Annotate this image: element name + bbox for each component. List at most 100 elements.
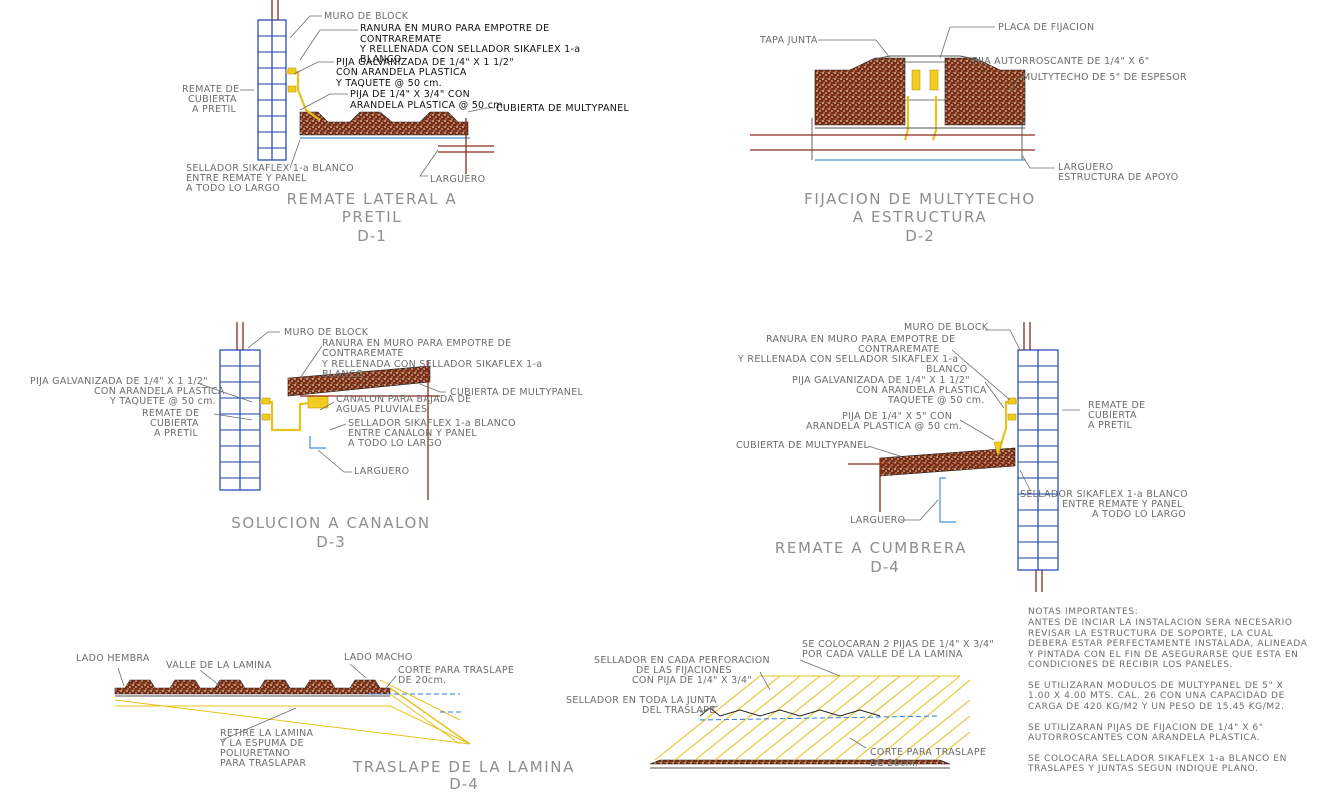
note-line: CARGA DE 420 KG/M2 Y UN PESO DE 15.45 KG… [1028, 702, 1285, 712]
note-line: 1.00 X 4.00 MTS. CAL. 26 CON UNA CAPACID… [1028, 691, 1285, 701]
label-corte-2: DE 20cm. [398, 675, 446, 686]
label-pija-5: ARANDELA PLASTICA @ 50 cm. [806, 421, 962, 432]
note-line: SE COLOCARA SELLADOR SIKAFLEX 1-a BLANCO… [1028, 754, 1287, 764]
note-line: SE UTILIZARAN PIJAS DE FIJACION DE 1/4" … [1028, 723, 1264, 733]
label-pija-2: CON ARANDELA PLASTICA [94, 386, 225, 397]
label-larguero: LARGUERO [850, 515, 905, 526]
label-cubierta: CUBIERTA DE MULTYPANEL [496, 103, 630, 114]
label-pija-3: Y TAQUETE @ 50 cm. [109, 396, 216, 407]
note-line: TRASLAPES Y JUNTAS SEGUN INDIQUE PLANO. [1027, 764, 1258, 774]
label-remate: REMATE DE [1088, 400, 1145, 411]
label-larguero: LARGUERO [430, 174, 485, 185]
panel-profile [114, 679, 391, 695]
label-sellador: SELLADOR SIKAFLEX 1-a BLANCO [186, 163, 354, 174]
label-placa: PLACA DE FIJACION [998, 22, 1094, 33]
roof-panel [299, 111, 469, 136]
title-d2-line2: A ESTRUCTURA [853, 208, 987, 226]
label-colocaran: SE COLOCARAN 2 PIJAS DE 1/4" X 3/4" [802, 639, 994, 650]
roof-panel [879, 447, 1016, 477]
label-pija-3: Y TAQUETE @ 50 cm. [335, 78, 442, 89]
panel-left [814, 57, 906, 126]
label-remate-2: CUBIERTA [150, 418, 199, 429]
label-cubierta: CUBIERTA DE MULTYPANEL [450, 387, 584, 398]
note-line: AUTORROSCANTES CON ARANDELA PLASTICA. [1028, 733, 1260, 743]
label-remate-2: CUBIERTA [188, 94, 237, 105]
label-corte: CORTE PARA TRASLAPE [870, 747, 986, 758]
label-retire-2: Y LA ESPUMA DE [219, 738, 304, 749]
label-pija-2: CON ARANDELA PLASTICA [856, 385, 987, 396]
label-sellador-perforacion-3: CON PIJA DE 1/4" X 3/4" [632, 675, 752, 686]
label-sellador-3: A TODO LO LARGO [186, 183, 280, 194]
title-d1: REMATE LATERAL A [287, 190, 458, 208]
code-d2: D-2 [905, 227, 935, 245]
label-ranura: RANURA EN MURO PARA EMPOTRE DE [766, 334, 955, 345]
detail-d3: MURO DE BLOCK RANURA EN MURO PARA EMPOTR… [30, 322, 584, 551]
label-ranura-3: Y RELLENADA CON SELLADOR SIKAFLEX 1-a [321, 359, 542, 370]
label-sellador-2: ENTRE REMATE Y PANEL [1062, 499, 1183, 510]
label-remate-3: A PRETIL [154, 428, 199, 439]
title-d1-line2: PRETIL [342, 208, 403, 226]
notes-heading: NOTAS IMPORTANTES: [1028, 607, 1138, 617]
label-corte: CORTE PARA TRASLAPE [398, 665, 514, 676]
code-traslape: D-4 [449, 775, 479, 792]
roof-panel [287, 365, 431, 397]
label-corte-2: DE 20cm. [870, 758, 918, 769]
label-ranura-3: Y RELLENADA CON SELLADOR SIKAFLEX 1-a [737, 354, 958, 365]
panel-right [944, 57, 1026, 126]
detail-d4: MURO DE BLOCK RANURA EN MURO PARA EMPOTR… [736, 322, 1188, 592]
label-retire: RETIRE LA LAMINA [220, 728, 313, 739]
label-ranura-4: BLANCO [926, 364, 968, 375]
notes-block: NOTAS IMPORTANTES: ANTES DE INCIAR LA IN… [1027, 607, 1307, 774]
label-pija-small-2: ARANDELA PLASTICA @ 50 cm. [350, 100, 506, 111]
label-pija-small: PIJA DE 1/4" X 3/4" CON [350, 89, 470, 100]
label-muro: MURO DE BLOCK [324, 11, 409, 22]
label-sellador-2: ENTRE CANALON Y PANEL [348, 428, 477, 439]
label-ranura-4: BLANCO [322, 369, 364, 380]
label-muro: MURO DE BLOCK [284, 327, 369, 338]
block-wall [219, 322, 261, 491]
label-sellador: SELLADOR SIKAFLEX 1-a BLANCO [348, 418, 516, 429]
label-sellador: SELLADOR SIKAFLEX 1-a BLANCO [1020, 489, 1188, 500]
detail-traslape-perspective: SELLADOR EN CADA PERFORACION DE LAS FIJA… [566, 639, 994, 769]
label-multytecho: MULTYTECHO DE 5" DE ESPESOR [1022, 72, 1187, 83]
label-lado-hembra: LADO HEMBRA [76, 653, 150, 664]
note-line: REVISAR LA ESTRUCTURA DE SOPORTE, LA CUA… [1028, 629, 1273, 639]
block-wall [257, 0, 287, 161]
label-valle: VALLE DE LA LAMINA [166, 660, 272, 671]
title-d4: REMATE A CUMBRERA [775, 539, 967, 557]
label-larguero: LARGUERO [1058, 162, 1113, 173]
detail-traslape: LADO HEMBRA VALLE DE LA LAMINA LADO MACH… [76, 652, 573, 792]
label-tapa-junta: TAPA JUNTA [759, 35, 818, 46]
label-retire-3: POLIURETANO [220, 748, 290, 759]
label-pija: PIJA GALVANIZADA DE 1/4" X 1 1/2" [30, 376, 208, 387]
code-d3: D-3 [316, 533, 346, 551]
code-d1: D-1 [357, 227, 387, 245]
label-sellador-3: A TODO LO LARGO [1092, 509, 1186, 520]
label-ranura: RANURA EN MURO PARA EMPOTRE DE [322, 338, 511, 349]
block-wall [1017, 322, 1059, 592]
label-ranura: RANURA EN MURO PARA EMPOTRE DE [360, 23, 549, 34]
detail-d2: TAPA JUNTA PLACA DE FIJACION PIJA AUTORR… [750, 22, 1187, 245]
label-pija-3: TAQUETE @ 50 cm. [887, 395, 985, 406]
label-sellador-3: A TODO LO LARGO [348, 438, 442, 449]
code-d4: D-4 [870, 558, 900, 576]
label-canalon: CANALON PARA BAJADA DE [336, 394, 471, 405]
label-pija-2: CON ARANDELA PLASTICA [336, 67, 467, 78]
label-lado-macho: LADO MACHO [344, 652, 413, 663]
detail-d1: MURO DE BLOCK RANURA EN MURO PARA EMPOTR… [182, 0, 630, 245]
label-remate: REMATE DE [182, 84, 239, 95]
label-ranura-2: CONTRAREMATE [360, 34, 442, 45]
label-ranura-2: CONTRAREMATE [322, 348, 404, 359]
title-d3: SOLUCION A CANALON [231, 514, 431, 532]
label-sellador-junta: SELLADOR EN TODA LA JUNTA [566, 695, 717, 706]
label-remate-2: CUBIERTA [1088, 410, 1137, 421]
label-ranura-4: BLANCO [360, 54, 402, 65]
label-pija-autorroscante: PIJA AUTORROSCANTE DE 1/4" X 6" [972, 56, 1149, 67]
note-line: SE UTILIZARAN MODULOS DE MULTYPANEL DE 5… [1028, 681, 1283, 691]
label-muro: MURO DE BLOCK [904, 322, 989, 333]
label-estructura: ESTRUCTURA DE APOYO [1058, 172, 1179, 183]
label-sellador-junta-2: DEL TRASLAPE [642, 705, 716, 716]
note-line: CONDICIONES DE RECIBIR LOS PANELES. [1028, 660, 1233, 670]
